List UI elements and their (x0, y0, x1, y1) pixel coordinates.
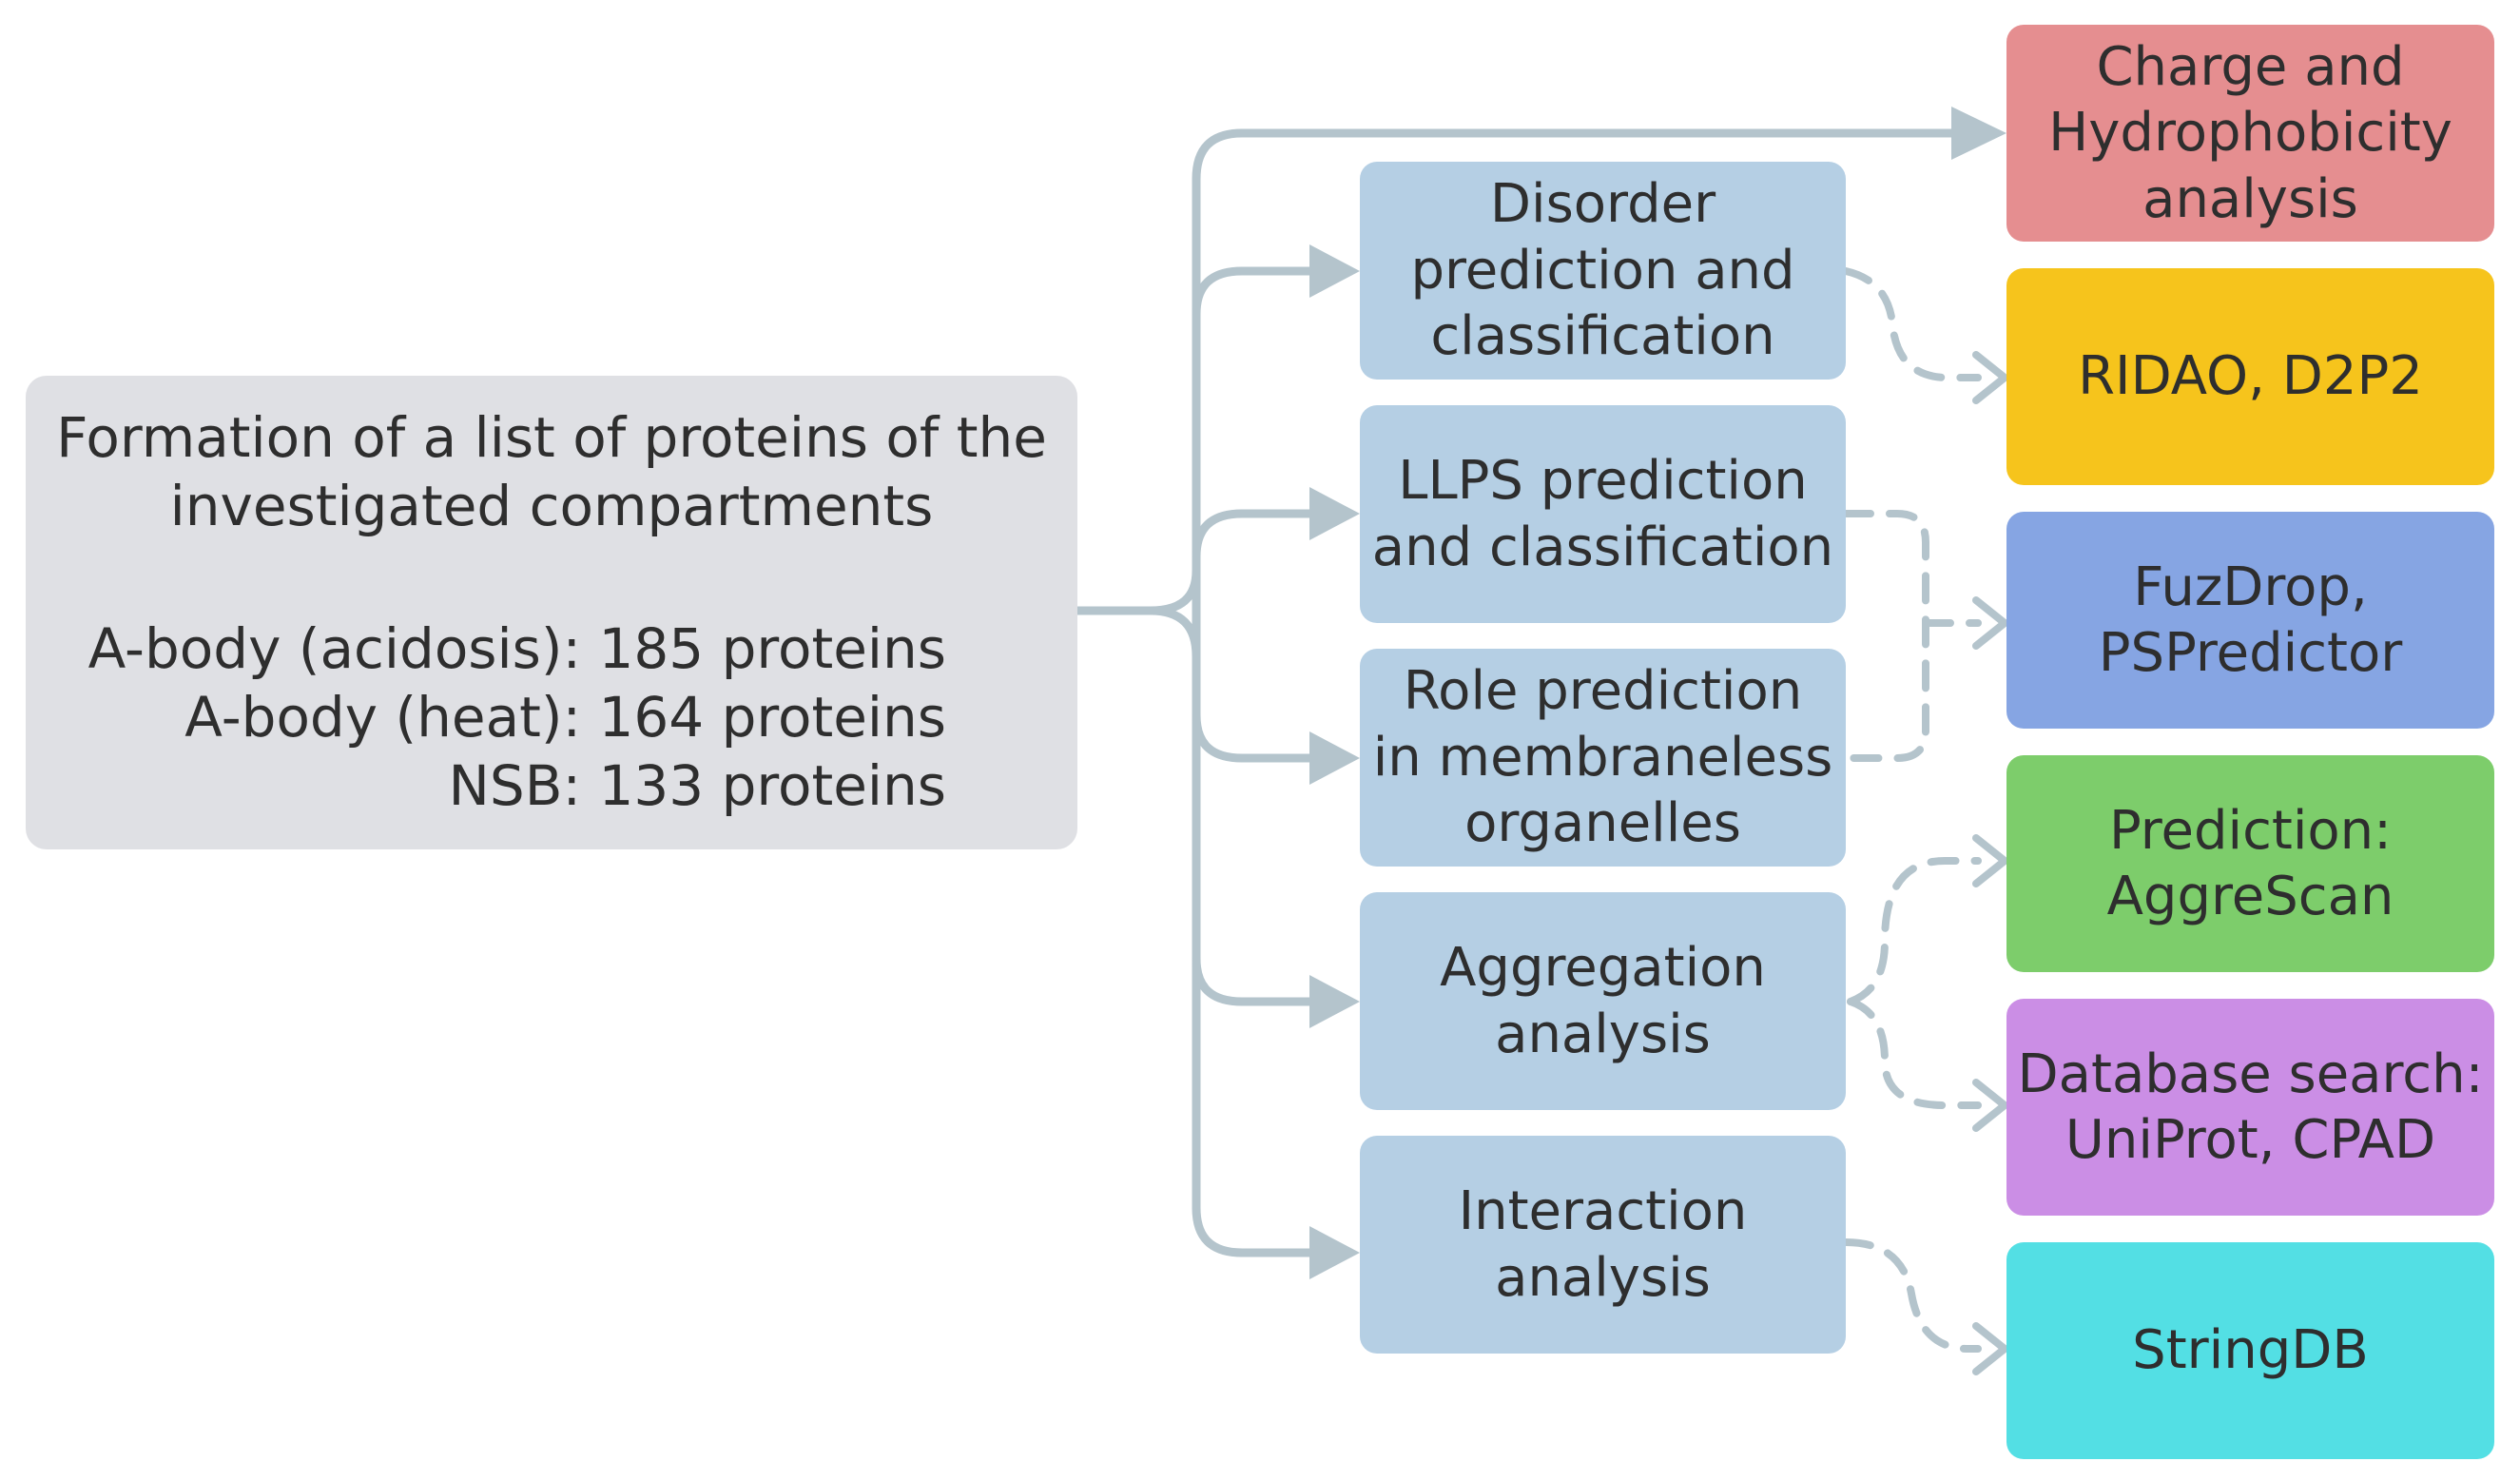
step-label-line: in membraneless (1372, 726, 1833, 789)
source-title-line: investigated compartments (169, 474, 934, 539)
connector-trunk (1146, 128, 1247, 1257)
arrowhead-charge-hydrophobicity (1951, 107, 2006, 160)
step-label-line: Disorder (1489, 173, 1716, 236)
step-role-prediction: Role prediction in membraneless organell… (1360, 649, 1846, 867)
arrowhead-ridao (1972, 351, 2008, 404)
tool-label-line: Hydrophobicity (2048, 102, 2452, 165)
step-label-line: Role prediction (1403, 660, 1803, 723)
arrowhead-disorder (1309, 244, 1360, 298)
dashed-aggregation-to-database (1847, 998, 1982, 1109)
step-label-line: LLPS prediction (1398, 450, 1808, 513)
dashed-llps-to-fuzdrop (1842, 510, 1929, 762)
tool-label-line: StringDB (2132, 1319, 2369, 1382)
step-label-line: Interaction (1458, 1180, 1748, 1243)
step-interaction-analysis: Interaction analysis (1360, 1136, 1846, 1354)
arrowhead-aggrescan (1972, 834, 2008, 887)
tool-label-line: UniProt, CPAD (2064, 1109, 2436, 1171)
source-title: Formation of a list of proteins of the i… (56, 404, 1047, 541)
tool-label-line: Charge and (2096, 35, 2405, 98)
tool-label-line: PSPredictor (2098, 622, 2403, 684)
source-title-line: Formation of a list of proteins of the (56, 405, 1047, 471)
protein-list-source-box: Formation of a list of proteins of the i… (26, 376, 1077, 849)
dashed-aggregation-to-aggrescan (1847, 857, 1982, 1005)
step-label-line: analysis (1495, 1003, 1711, 1065)
arrowhead-stringdb (1972, 1322, 2008, 1375)
step-label-line: organelles (1464, 792, 1741, 855)
step-aggregation-analysis: Aggregation analysis (1360, 892, 1846, 1110)
step-label-line: prediction and (1410, 239, 1795, 302)
step-label-line: Aggregation (1440, 937, 1766, 1000)
tool-fuzdrop-pspredictor: FuzDrop, PSPredictor (2006, 512, 2494, 729)
tool-database-search: Database search: UniProt, CPAD (2006, 999, 2494, 1216)
tool-charge-hydrophobicity: Charge and Hydrophobicity analysis (2006, 25, 2494, 242)
dashed-disorder-to-ridao (1842, 267, 1982, 381)
count-nsb: NSB: 133 proteins (448, 752, 946, 818)
tool-label-line: AggreScan (2106, 866, 2394, 927)
step-label-line: analysis (1495, 1246, 1711, 1309)
dashed-interaction-to-stringdb (1842, 1238, 1982, 1353)
connector-to-role (1192, 711, 1317, 763)
connector-to-aggregation (1192, 954, 1317, 1006)
step-disorder-prediction: Disorder prediction and classification (1360, 162, 1846, 380)
tool-label-line: FuzDrop, (2133, 555, 2368, 618)
tool-label-line: analysis (2142, 167, 2358, 230)
arrowhead-llps (1309, 487, 1360, 540)
step-label-line: classification (1430, 305, 1775, 368)
step-llps-prediction: LLPS prediction and classification (1360, 405, 1846, 623)
tool-label-line: Database search: (2017, 1043, 2484, 1105)
tool-ridao-d2p2: RIDAO, D2P2 (2006, 268, 2494, 485)
protein-counts: A-body (acidosis): 185 proteins A-body (… (64, 615, 1039, 821)
count-acidosis: A-body (acidosis): 185 proteins (87, 616, 946, 682)
tool-label-line: Prediction: (2108, 799, 2393, 862)
tool-stringdb: StringDB (2006, 1242, 2494, 1459)
connector-source-to-trunk (1073, 566, 1201, 615)
arrowhead-role (1309, 731, 1360, 785)
arrowhead-fuzdrop (1972, 596, 2008, 650)
arrowhead-aggregation (1309, 975, 1360, 1028)
tool-label-line: RIDAO, D2P2 (2078, 345, 2423, 408)
arrowhead-database (1972, 1079, 2008, 1132)
tool-aggrescan: Prediction: AggreScan (2006, 755, 2494, 972)
connector-to-llps (1192, 509, 1317, 561)
step-label-line: and classification (1371, 516, 1834, 578)
count-heat: A-body (heat): 164 proteins (184, 684, 946, 750)
connector-to-disorder (1192, 266, 1317, 319)
arrowhead-interaction (1309, 1226, 1360, 1279)
